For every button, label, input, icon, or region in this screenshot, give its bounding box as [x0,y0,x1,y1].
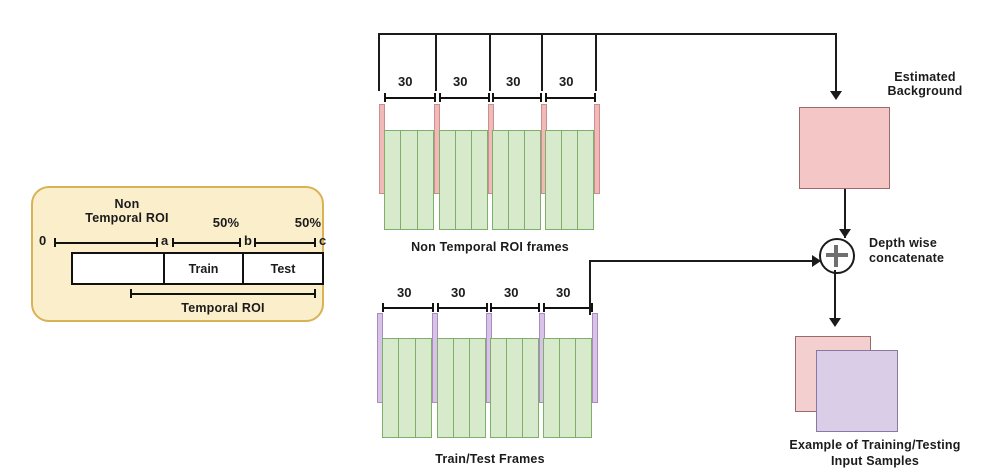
bottom-group-count-2: 30 [451,285,466,300]
top-frame-divider-2a [455,130,456,230]
non-temporal-roi-label-line2: Temporal ROI [85,211,169,226]
non-temporal-roi-label: Non Temporal ROI [71,197,183,226]
top-frame-divider-3a [508,130,509,230]
top-frame-divider-4b [577,130,578,230]
measure-bracket-temporal [130,289,316,298]
connector-bottom-horizontal [589,260,813,262]
mark-a-label: a [161,233,169,248]
estimated-background-box [799,107,890,189]
timeline-top-rail [378,33,837,35]
bottom-measure-bracket-2 [437,303,488,312]
bottom-measure-bracket-1 [382,303,434,312]
top-frame-block-2 [439,130,488,230]
top-frame-block-1 [384,130,434,230]
arrow-background-down-icon [839,229,851,238]
top-measure-bracket-4 [545,93,596,102]
sample-caption-line1: Example of Training/Testing [789,438,961,452]
timeline-cell-train: Train [165,254,244,283]
rail-tick-3 [489,33,491,91]
top-separator-bar-5 [594,104,600,194]
bottom-strip-caption: Train/Test Frames [435,452,545,466]
top-measure-bracket-1 [384,93,436,102]
timeline-cell-test: Test [244,254,322,283]
bottom-frame-divider-3b [522,338,523,438]
top-frame-divider-3b [524,130,525,230]
bottom-frame-divider-3a [506,338,507,438]
connector-bottom-vertical [589,260,591,315]
bottom-frame-block-1 [382,338,432,438]
top-group-count-4: 30 [559,74,574,89]
temporal-roi-label: Temporal ROI [181,301,265,315]
arrow-to-concat-icon [812,255,821,267]
estimated-background-label: Estimated Background [860,70,990,99]
bottom-measure-bracket-4 [543,303,593,312]
concat-label-line2: concatenate [869,251,945,265]
connector-concat-to-sample [834,270,836,322]
connector-background-to-concat [844,189,846,238]
depthwise-concat-node [819,238,855,274]
top-measure-bracket-3 [492,93,542,102]
top-group-count-1: 30 [398,74,413,89]
bottom-frame-block-4 [543,338,592,438]
train-percent-label: 50% [212,215,240,230]
non-temporal-roi-label-line1: Non [114,197,140,211]
mark-c-label: c [319,233,327,248]
rail-drop-to-background [835,33,837,91]
top-frame-divider-2b [471,130,472,230]
top-frame-divider-1a [400,130,401,230]
top-frame-divider-4a [561,130,562,230]
bottom-group-count-4: 30 [556,285,571,300]
timeline-cell-nontemporal [73,254,165,283]
sample-caption: Example of Training/Testing Input Sample… [760,438,990,469]
bottom-measure-bracket-3 [490,303,540,312]
top-frame-block-4 [545,130,594,230]
arrow-to-background-icon [830,91,842,100]
estimated-background-label-line1: Estimated [894,70,956,84]
mark-0-label: 0 [39,233,47,248]
roi-explanation-panel: Non Temporal ROI 50% 50% 0 a b c Train T… [31,186,327,322]
bottom-frame-divider-1b [415,338,416,438]
top-group-count-3: 30 [506,74,521,89]
rail-tick-1 [378,33,380,91]
bottom-frame-divider-2b [469,338,470,438]
bottom-frame-divider-4b [575,338,576,438]
measure-bracket-nontemporal [54,238,158,247]
top-strip-caption: Non Temporal ROI frames [411,240,569,254]
measure-bracket-train [172,238,241,247]
top-frame-block-3 [492,130,541,230]
rail-tick-4 [541,33,543,91]
top-measure-bracket-2 [439,93,490,102]
sample-frame-layer [816,350,898,432]
bottom-frame-divider-1a [398,338,399,438]
estimated-background-label-line2: Background [887,84,963,99]
sample-caption-line2: Input Samples [830,453,920,468]
rail-tick-5 [595,33,597,91]
arrow-to-sample-icon [829,318,841,327]
bottom-group-count-3: 30 [504,285,519,300]
plus-vertical-icon [834,245,838,267]
test-percent-label: 50% [294,215,322,230]
bottom-separator-bar-5 [592,313,598,403]
bottom-frame-divider-2a [453,338,454,438]
timeline-bar: Train Test [71,252,324,285]
rail-tick-2 [435,33,437,91]
bottom-group-count-1: 30 [397,285,412,300]
depthwise-concat-label: Depth wise concatenate [869,236,989,266]
concat-label-line1: Depth wise [869,236,937,250]
mark-b-label: b [244,233,252,248]
top-group-count-2: 30 [453,74,468,89]
bottom-frame-block-2 [437,338,486,438]
measure-bracket-test [254,238,316,247]
bottom-frame-divider-4a [559,338,560,438]
bottom-frame-block-3 [490,338,539,438]
top-frame-divider-1b [417,130,418,230]
